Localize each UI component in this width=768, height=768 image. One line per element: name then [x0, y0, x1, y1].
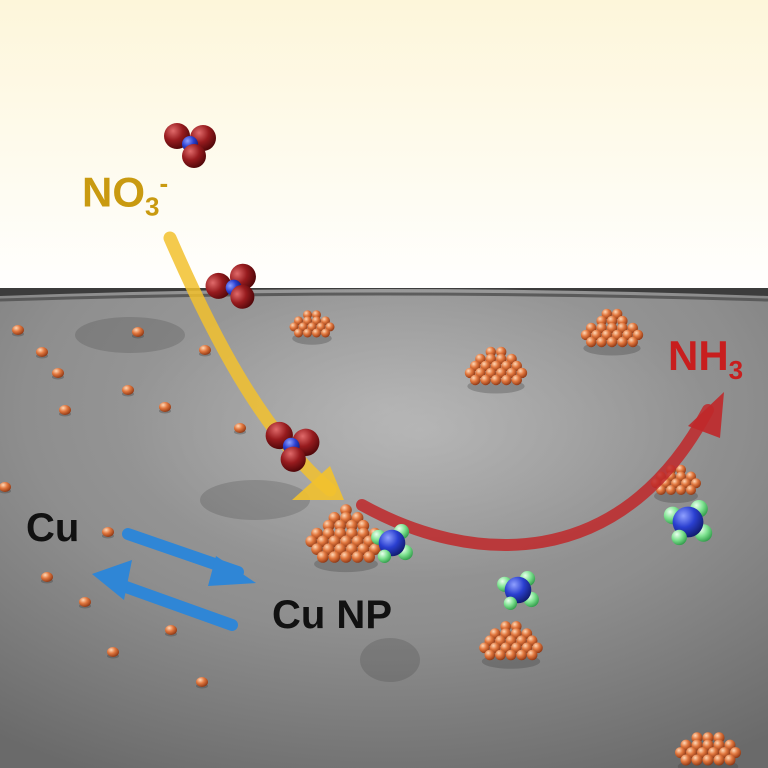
ammonia-formula: NH	[668, 332, 729, 379]
oxygen-atom	[182, 144, 206, 168]
nitrogen-atom	[672, 506, 704, 538]
hydrogen-atom	[377, 549, 392, 563]
copper-atom-icon	[165, 625, 177, 637]
copper-nanoparticle-icon	[580, 308, 644, 356]
hydrogen-atom	[503, 596, 518, 610]
surface-highlight	[120, 280, 720, 580]
copper-atom-icon	[12, 325, 24, 337]
nitrate-subscript: 3	[145, 191, 160, 222]
oxygen-atom	[205, 272, 232, 299]
copper-atom-icon	[199, 345, 211, 357]
oxygen-atom	[230, 284, 255, 309]
nitrate-molecule-icon	[164, 123, 216, 168]
copper-nanoparticle-icon	[675, 732, 741, 768]
nitrate-formula: NO	[82, 168, 145, 216]
ammonia-molecule-icon	[371, 524, 413, 563]
ammonia-molecule-icon	[663, 500, 713, 546]
molecule-layer	[164, 123, 713, 610]
oxygen-atom	[280, 446, 306, 472]
copper-nanoparticle-icon	[479, 621, 543, 669]
nitrate-molecule-icon	[205, 263, 256, 309]
copper-atom-icon	[36, 347, 48, 359]
copper-nanoparticle-icon	[305, 504, 387, 573]
nitrate-arrowhead	[292, 466, 344, 500]
copper-atom-icon	[52, 368, 64, 380]
molecule-shadows	[75, 317, 420, 682]
ammonia-molecule-icon	[497, 571, 539, 610]
copper-nanoparticle-icon	[464, 346, 528, 394]
copper-atom-field	[0, 325, 246, 689]
background-sky	[0, 0, 768, 300]
copper-label: Cu	[26, 506, 80, 550]
ammonia-path-arrow	[356, 404, 714, 551]
copper-atom-icon	[234, 423, 246, 435]
copper-atom-icon	[0, 482, 11, 494]
forward-arrowhead	[208, 556, 256, 586]
hydrogen-atom	[671, 529, 687, 546]
nitrogen-atom	[378, 529, 406, 557]
copper-atom-icon	[122, 385, 134, 397]
copper-atom-icon	[159, 402, 171, 414]
copper-nanoparticle-field	[289, 308, 741, 768]
nitrate-label: NO3-	[82, 170, 168, 219]
copper-atom-icon	[132, 327, 144, 339]
copper-atom-icon	[196, 677, 208, 689]
copper-atom-icon	[107, 647, 119, 659]
equilibrium-arrows	[92, 528, 256, 631]
copper-nanoparticle-icon	[289, 310, 335, 345]
copper-atom-icon	[41, 572, 53, 584]
nitrogen-atom	[504, 576, 532, 604]
reverse-arrow-shaft	[106, 576, 238, 631]
copper-nanoparticle-label: Cu NP	[272, 593, 392, 637]
copper-atom-icon	[79, 597, 91, 609]
reverse-arrowhead	[92, 560, 132, 600]
ammonia-subscript: 3	[728, 355, 744, 386]
copper-atom-icon	[59, 405, 71, 417]
ammonia-arrowhead	[688, 392, 724, 438]
ammonia-label: NH3	[668, 332, 744, 386]
nitrate-molecule-icon	[265, 421, 320, 472]
nitrate-charge: -	[159, 168, 169, 198]
copper-atom-icon	[102, 527, 114, 539]
